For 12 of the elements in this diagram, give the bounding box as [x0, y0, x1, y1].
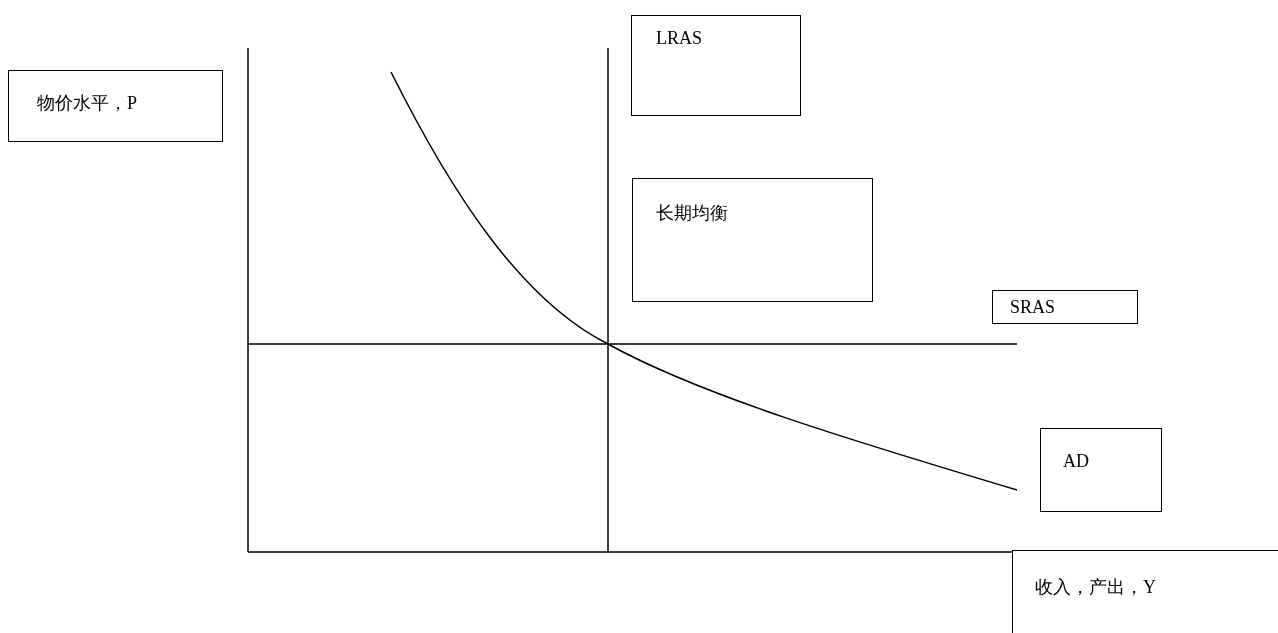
label-box	[992, 290, 1138, 324]
curve-label: LRAS	[656, 28, 702, 49]
label-box	[631, 15, 801, 116]
curve-label: AD	[1063, 451, 1089, 472]
label-box	[8, 70, 223, 142]
curve-label: 物价水平，P	[37, 92, 137, 115]
curve-label: SRAS	[1010, 297, 1056, 318]
label-box	[632, 178, 873, 302]
curve-label: 收入，产出，Y	[1035, 576, 1156, 599]
curve-label: 长期均衡	[656, 202, 728, 225]
label-box	[1012, 550, 1278, 633]
label-box	[1040, 428, 1162, 512]
